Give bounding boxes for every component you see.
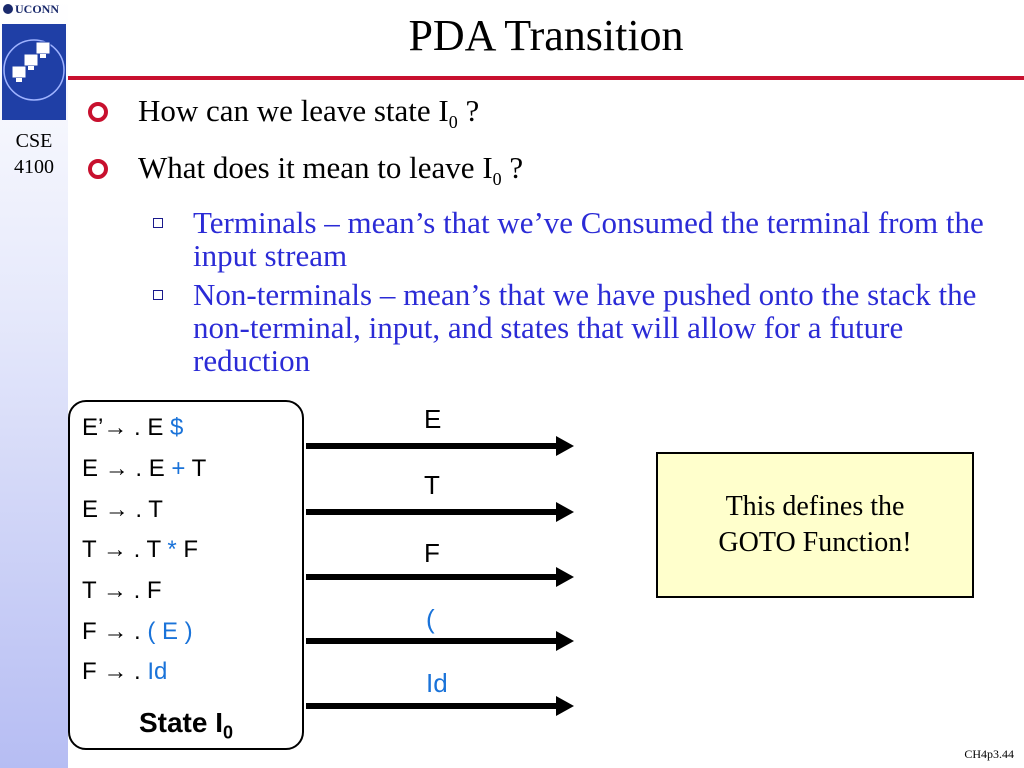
production-arrow: → <box>103 618 128 645</box>
state-label-subscript: 0 <box>223 722 234 743</box>
production-symbol: * <box>167 536 177 563</box>
production-rest: T <box>185 455 207 482</box>
goto-note-text: This defines the GOTO Function! <box>718 491 912 558</box>
bullet-2-text: What does it mean to leave I <box>138 150 493 186</box>
bullet-2-subscript: 0 <box>492 169 502 190</box>
state-label: State I0 <box>70 707 302 744</box>
transition-label-e: E <box>424 404 442 434</box>
production-symbol: ( E ) <box>147 618 193 645</box>
production-lhs: T <box>82 577 103 604</box>
uconn-seal-icon <box>3 4 13 14</box>
square-bullet-icon <box>153 290 163 301</box>
state-i0-box: E’→ . E $ E → . E + T E → . T T → . T * … <box>68 400 304 750</box>
arrow-e <box>306 436 574 456</box>
university-logo: UCONN <box>3 2 59 17</box>
slide-number: CH4p3.44 <box>964 747 1014 761</box>
production-lhs: T <box>82 536 103 563</box>
production-arrow: → <box>102 577 127 604</box>
bullet-1-subscript: 0 <box>448 112 458 133</box>
production-body: . T <box>135 496 163 523</box>
production-2: E → . E + T <box>82 455 206 483</box>
cse-department-logo-icon <box>2 24 66 120</box>
production-body: . E <box>134 414 171 441</box>
university-name: UCONN <box>15 2 59 16</box>
transition-label-lparen: ( <box>426 604 435 634</box>
arrow-f <box>306 567 574 587</box>
subbullet-2-text: Non-terminals – mean’s that we have push… <box>193 277 977 379</box>
production-arrow: → <box>102 536 127 563</box>
production-body: . <box>134 618 148 645</box>
production-3: E → . T <box>82 496 163 524</box>
production-lhs: F <box>82 618 104 645</box>
slide-content: How can we leave state I0 ? What does it… <box>88 92 1008 377</box>
bullet-1-text: How can we leave state I <box>138 93 449 128</box>
production-1: E’→ . E $ <box>82 414 183 442</box>
arrow-lparen <box>306 631 574 651</box>
production-body: . T <box>133 536 168 563</box>
title-divider <box>68 76 1024 80</box>
course-code: CSE 4100 <box>0 128 68 180</box>
production-lhs: F <box>82 658 104 685</box>
transition-label-id: Id <box>426 668 448 698</box>
production-lhs: E <box>82 496 105 523</box>
subbullet-1: Terminals – mean’s that we’ve Consumed t… <box>138 206 1008 272</box>
state-label-text: State I <box>138 707 223 738</box>
production-arrow: → <box>103 658 128 685</box>
production-arrow: → <box>104 455 129 482</box>
slide-title: PDA Transition <box>408 11 684 60</box>
production-symbol: + <box>171 455 186 482</box>
goto-note-box: This defines the GOTO Function! <box>656 452 974 598</box>
bullet-1-tail: ? <box>457 93 480 128</box>
production-arrow: → <box>104 496 129 523</box>
sidebar: UCONN CSE 4100 <box>0 0 68 768</box>
transition-label-t: T <box>424 470 440 500</box>
production-body: . <box>134 658 148 685</box>
production-symbol: $ <box>170 414 184 441</box>
square-bullet-icon <box>153 218 163 229</box>
production-arrow: → <box>103 414 128 441</box>
bullet-2-tail: ? <box>501 150 524 186</box>
transition-label-f: F <box>424 538 440 568</box>
arrow-t <box>306 502 574 522</box>
production-body: . F <box>133 577 162 604</box>
production-7: F → . Id <box>82 658 167 686</box>
production-lhs: E <box>82 455 105 482</box>
production-lhs: E’ <box>82 414 104 441</box>
circle-bullet-icon <box>88 102 108 122</box>
course-line-1: CSE <box>15 130 53 152</box>
production-rest: F <box>176 536 199 563</box>
arrow-id <box>306 696 574 716</box>
course-line-2: 4100 <box>14 156 54 178</box>
bullet-2: What does it mean to leave I0 ? <box>88 149 1008 198</box>
circle-bullet-icon <box>88 159 108 180</box>
subbullet-2: Non-terminals – mean’s that we have push… <box>138 278 1008 377</box>
production-symbol: Id <box>147 658 168 685</box>
production-5: T → . F <box>82 577 162 605</box>
production-6: F → . ( E ) <box>82 618 193 646</box>
production-body: . E <box>135 455 172 482</box>
production-4: T → . T * F <box>82 536 198 564</box>
subbullet-1-text: Terminals – mean’s that we’ve Consumed t… <box>193 205 984 274</box>
bullet-1: How can we leave state I0 ? <box>88 92 1008 141</box>
